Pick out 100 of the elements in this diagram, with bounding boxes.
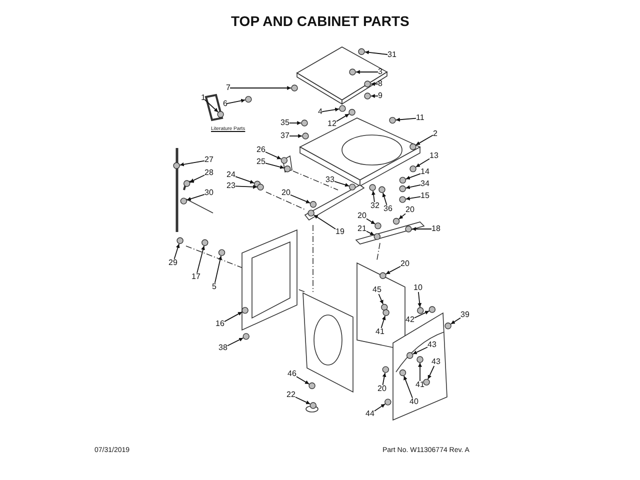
- part-marker: [428, 306, 436, 313]
- callout-number: 46: [288, 370, 296, 378]
- callout-number: 3: [378, 68, 382, 76]
- callout-number: 26: [256, 146, 266, 154]
- page-title: TOP AND CABINET PARTS: [231, 14, 410, 28]
- part-marker: [374, 233, 380, 240]
- callout-number: 27: [204, 156, 214, 164]
- leader-line: [235, 176, 255, 184]
- part-marker: [242, 333, 250, 340]
- leader-line: [418, 292, 422, 308]
- part-marker: [444, 322, 452, 330]
- part-marker: [364, 92, 371, 100]
- leader-line: [364, 50, 388, 55]
- part-marker: [405, 226, 412, 232]
- callout-number: 30: [204, 189, 214, 197]
- part-marker: [284, 166, 291, 172]
- callout-number: 7: [226, 84, 230, 92]
- part-marker: [416, 356, 424, 363]
- part-marker: [358, 48, 365, 55]
- leader-line: [289, 134, 303, 138]
- part-marker: [349, 68, 356, 76]
- callout-number: 4: [318, 108, 322, 116]
- part-marker: [381, 304, 388, 311]
- leader-line: [290, 194, 311, 204]
- callout-number: 18: [432, 225, 440, 233]
- callout-number: 41: [416, 381, 424, 389]
- part-marker: [308, 210, 314, 216]
- part-marker: [348, 108, 356, 116]
- leader-line: [265, 162, 285, 169]
- leader-line: [230, 86, 292, 90]
- part-marker: [417, 307, 424, 314]
- callout-number: 10: [414, 284, 422, 292]
- part-marker: [406, 352, 414, 359]
- leader-line: [355, 70, 378, 74]
- part-marker: [392, 218, 400, 225]
- leader-line: [224, 312, 243, 322]
- part-marker: [218, 249, 226, 256]
- part-marker: [369, 184, 376, 191]
- part-marker: [242, 306, 248, 314]
- leader-line: [411, 227, 432, 231]
- leader-line: [370, 94, 378, 98]
- leader-line: [322, 108, 340, 112]
- callout-number: 29: [168, 259, 178, 267]
- leader-line: [189, 174, 205, 182]
- part-marker: [378, 186, 386, 193]
- callout-number: 43: [432, 358, 440, 366]
- callout-number: 33: [326, 176, 334, 184]
- part-marker: [399, 176, 406, 184]
- part-marker: [173, 162, 180, 169]
- leader-line: [289, 121, 302, 125]
- leader-line: [405, 173, 421, 180]
- leader-line: [415, 134, 434, 146]
- callout-number: 12: [328, 120, 336, 128]
- callout-number: 37: [280, 132, 290, 140]
- leader-line: [214, 255, 222, 284]
- part-marker: [339, 105, 346, 112]
- part-marker: [301, 120, 308, 126]
- callout-number: 23: [226, 182, 236, 190]
- callout-number: 9: [378, 92, 382, 100]
- part-marker: [399, 369, 406, 376]
- part-marker: [183, 180, 190, 187]
- callout-number: 38: [218, 344, 228, 352]
- callout-number: 24: [226, 171, 236, 179]
- part-marker: [280, 157, 288, 164]
- leader-line: [415, 158, 430, 168]
- part-marker: [291, 84, 298, 92]
- callout-number: 2: [433, 130, 438, 138]
- leader-line: [450, 317, 461, 324]
- leader-line: [428, 366, 435, 380]
- leader-line: [418, 362, 422, 382]
- callout-number: 36: [384, 205, 392, 213]
- callout-number: 1: [201, 94, 206, 102]
- leader-line: [378, 294, 384, 305]
- part-marker: [410, 165, 416, 172]
- callout-number: 43: [428, 341, 436, 349]
- leader-line: [186, 194, 205, 201]
- leader-line: [395, 118, 416, 122]
- callout-number: 5: [212, 283, 216, 291]
- callout-number: 11: [416, 114, 424, 122]
- callout-number: 20: [406, 206, 414, 214]
- leader-line: [179, 160, 205, 166]
- part-marker: [310, 201, 317, 208]
- leader-line: [226, 98, 246, 104]
- leader-line: [265, 152, 282, 160]
- part-marker: [410, 143, 416, 150]
- leader-line: [235, 184, 258, 189]
- leader-line: [196, 245, 205, 274]
- callout-number: 35: [280, 119, 290, 127]
- leader-line: [370, 82, 378, 86]
- callout-number: 22: [286, 391, 296, 399]
- part-marker: [389, 116, 396, 124]
- part-marker: [180, 198, 188, 204]
- callout-number: 19: [336, 228, 344, 236]
- leader-line: [313, 214, 336, 230]
- callout-number: 6: [223, 100, 228, 108]
- leader-line: [204, 99, 219, 113]
- leader-line: [296, 376, 310, 384]
- callout-number: 20: [282, 189, 290, 197]
- callout-number: 34: [420, 180, 430, 188]
- part-marker: [308, 382, 316, 390]
